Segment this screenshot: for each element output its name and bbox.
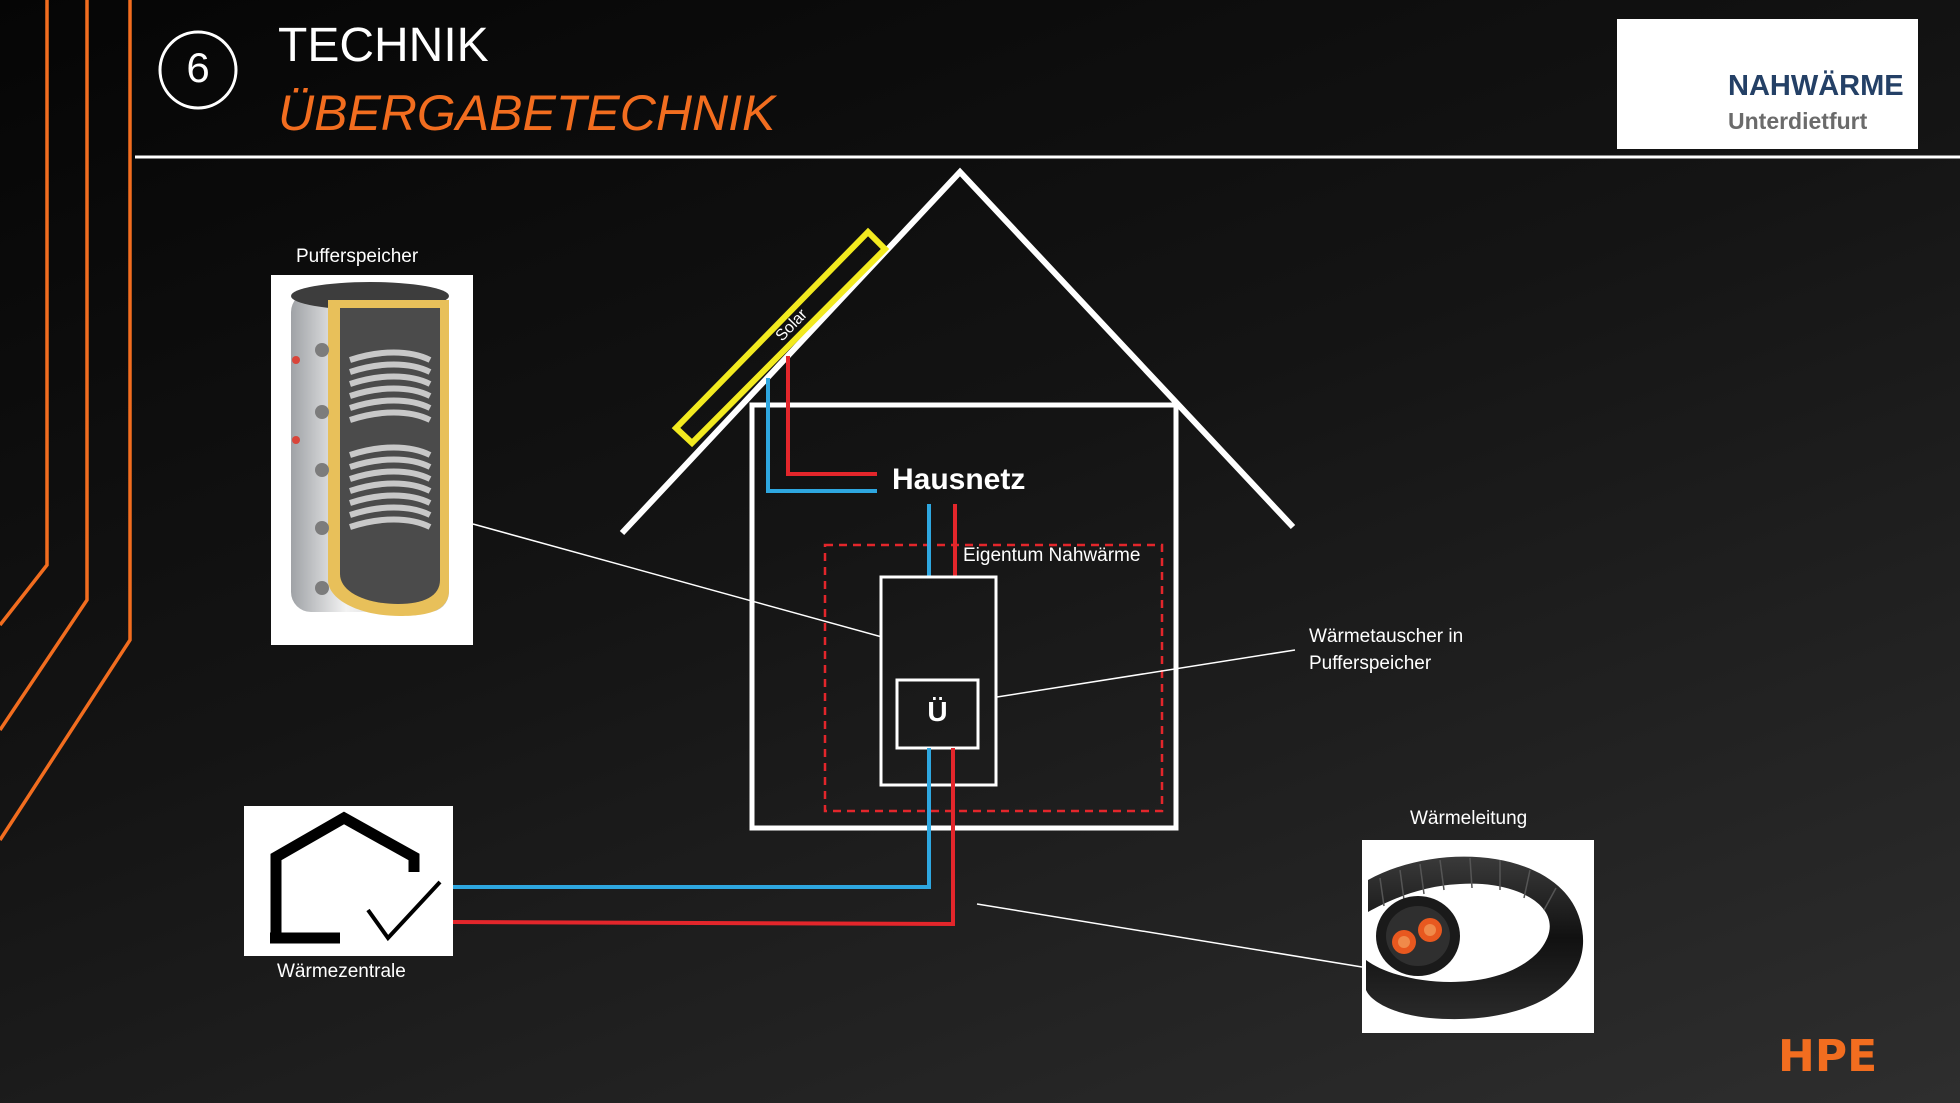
left-accent-stripes xyxy=(0,0,132,841)
accent-stripe-1 xyxy=(0,0,49,627)
heat-pipe-callout-line xyxy=(976,903,1363,968)
logo-name: NAHWÄRME xyxy=(1728,70,1904,102)
buffer-callout-line xyxy=(472,523,883,638)
house-network-label: Hausnetz xyxy=(892,463,1026,496)
house-check-icon xyxy=(270,811,420,938)
solar-panel xyxy=(671,227,890,448)
district-return-pipe xyxy=(453,748,931,889)
section-number: 6 xyxy=(186,44,210,91)
exchanger-callout-line xyxy=(996,649,1296,698)
hpe-logo: HPE xyxy=(1778,1031,1877,1082)
house-roof xyxy=(619,167,1296,536)
accent-stripe-3 xyxy=(0,0,132,841)
ownership-label: Eigentum Nahwärme xyxy=(963,545,1141,566)
accent-stripe-2 xyxy=(0,0,89,731)
heating-plant-image xyxy=(244,806,453,956)
exchanger-caption-line2: Pufferspeicher xyxy=(1309,653,1432,674)
district-supply-pipe xyxy=(452,748,955,927)
solar-return-pipe xyxy=(766,378,877,493)
page-subtitle: ÜBERGABETECHNIK xyxy=(278,85,776,141)
exchanger-symbol: Ü xyxy=(927,696,948,727)
buffer-tank-label: Pufferspeicher xyxy=(296,246,419,267)
heat-exchanger-box xyxy=(895,678,980,750)
page-title: TECHNIK xyxy=(278,19,489,72)
house-body xyxy=(749,402,1179,831)
buffer-tank-image xyxy=(271,275,473,645)
buffer-storage-box xyxy=(879,575,998,787)
logo-box xyxy=(1617,19,1918,149)
solar-supply-pipe xyxy=(786,356,877,476)
hpe-brand-text: HPE xyxy=(1778,1031,1877,1082)
heat-pipe-label: Wärmeleitung xyxy=(1410,808,1528,829)
exchanger-caption-line1: Wärmetauscher in xyxy=(1309,626,1464,647)
section-number-circle xyxy=(158,30,238,110)
ownership-boundary xyxy=(823,543,1164,813)
heat-pipe-image xyxy=(1362,840,1594,1033)
heating-plant-label: Wärmezentrale xyxy=(277,961,406,982)
logo-place: Unterdietfurt xyxy=(1728,108,1868,134)
